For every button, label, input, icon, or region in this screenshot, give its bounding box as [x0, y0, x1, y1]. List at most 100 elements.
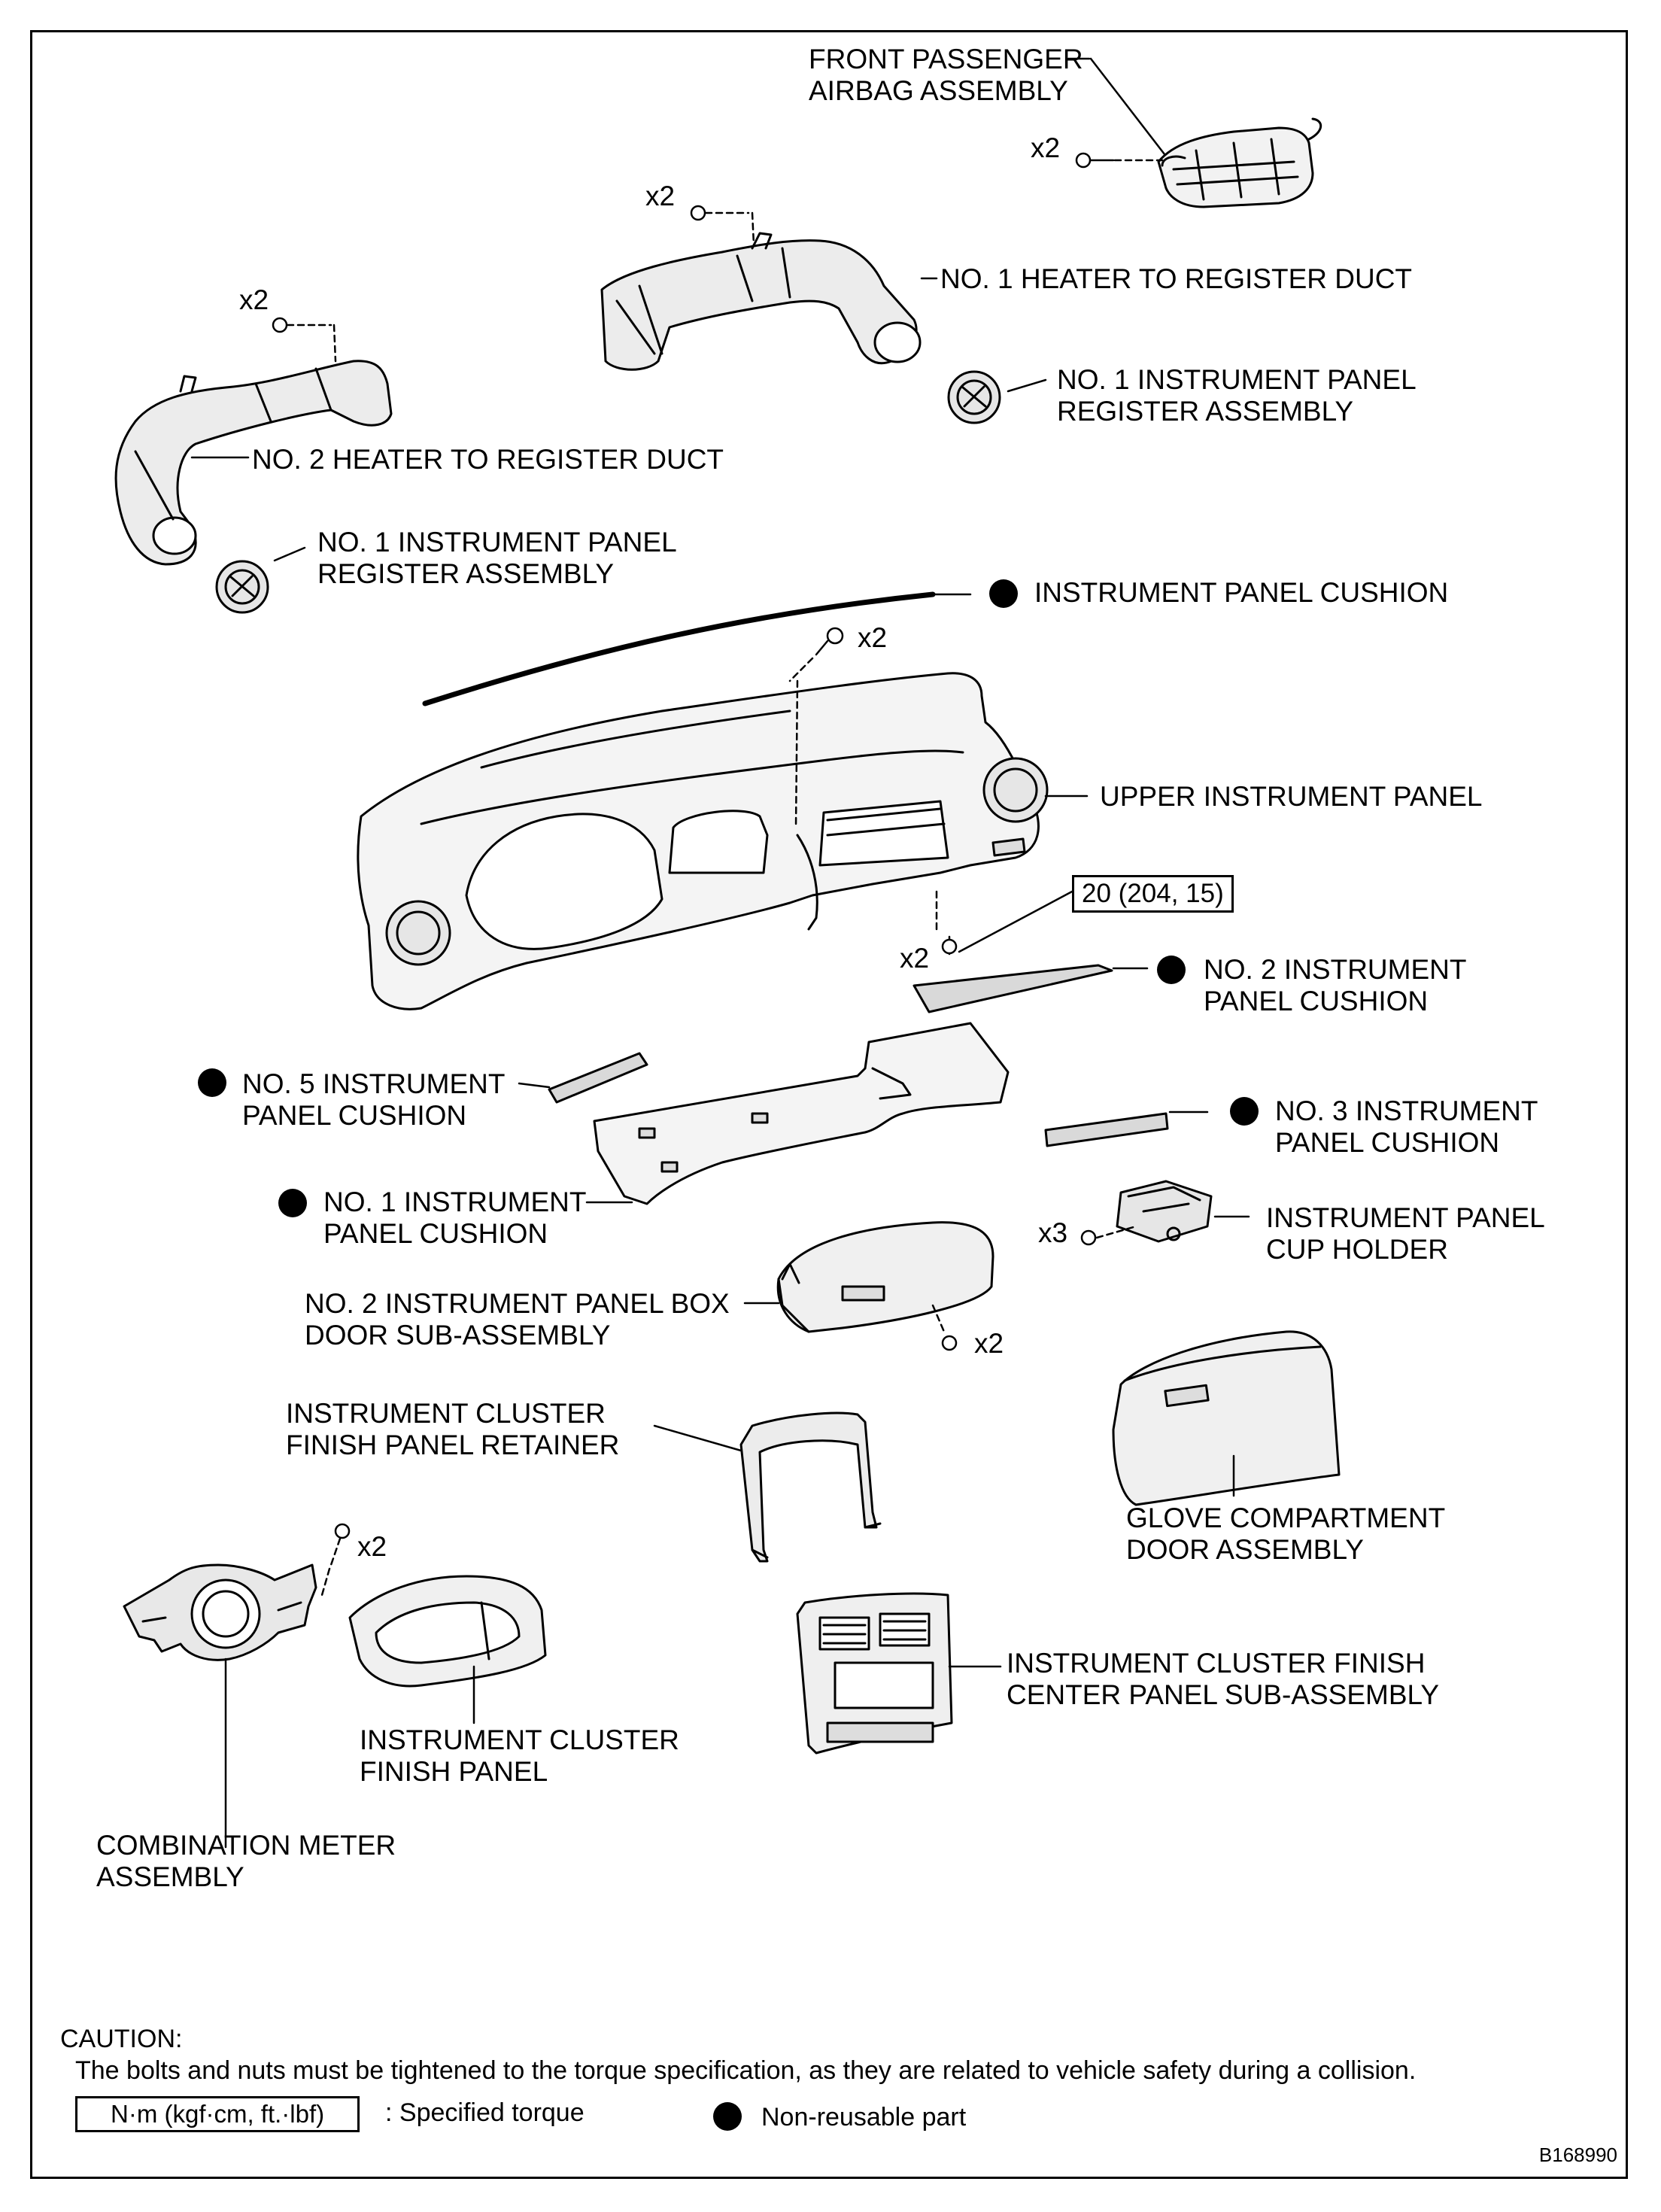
upper-panel-top-bolt: [788, 627, 844, 829]
label-line: DOOR ASSEMBLY: [1126, 1534, 1364, 1565]
upper-instrument-panel-label: UPPER INSTRUMENT PANEL: [1100, 781, 1483, 813]
upper-panel-bottom-quantity: x2: [900, 943, 930, 974]
label-line: INSTRUMENT CLUSTER: [360, 1724, 679, 1755]
label-line: DOOR SUB-ASSEMBLY: [305, 1320, 611, 1351]
label-line: NO. 1 INSTRUMENT: [323, 1187, 587, 1217]
label-line: FRONT PASSENGER: [809, 44, 1083, 74]
label-line: PANEL CUSHION: [1275, 1127, 1500, 1158]
combination-meter-drawing: [123, 1563, 317, 1661]
no1-register-right-label: NO. 1 INSTRUMENT PANEL REGISTER ASSEMBLY: [1057, 364, 1417, 427]
cluster-finish-panel-label: INSTRUMENT CLUSTER FINISH PANEL: [360, 1724, 679, 1788]
label-line: NO. 5 INSTRUMENT: [242, 1068, 506, 1099]
label-line: AIRBAG ASSEMBLY: [809, 75, 1068, 106]
no3-cushion-drawing: [1044, 1112, 1169, 1147]
panel-cushion-label: INSTRUMENT PANEL CUSHION: [1034, 577, 1448, 609]
nonreusable-marker: [198, 1068, 226, 1097]
cup-holder-label: INSTRUMENT PANEL CUP HOLDER: [1266, 1202, 1545, 1266]
no1-heater-duct-label: NO. 1 HEATER TO REGISTER DUCT: [940, 263, 1412, 295]
label-line: ASSEMBLY: [96, 1861, 244, 1892]
label-line: REGISTER ASSEMBLY: [317, 558, 615, 589]
label-line: NO. 2 INSTRUMENT PANEL BOX: [305, 1288, 730, 1319]
box-door-label: NO. 2 INSTRUMENT PANEL BOX DOOR SUB-ASSE…: [305, 1288, 730, 1351]
legend-nonreusable-marker: [713, 2102, 742, 2131]
cup-holder-bolt: [1080, 1225, 1137, 1246]
no1-heater-duct-drawing: [600, 232, 922, 371]
label-line: PANEL CUSHION: [323, 1218, 548, 1249]
no1-register-left-label: NO. 1 INSTRUMENT PANEL REGISTER ASSEMBLY: [317, 527, 677, 590]
airbag-bolt: [1075, 152, 1164, 169]
register-left-drawing: [215, 560, 269, 614]
combination-meter-label: COMBINATION METER ASSEMBLY: [96, 1830, 396, 1893]
no5-cushion-drawing: [548, 1052, 648, 1104]
no2-heater-duct-drawing: [114, 360, 393, 566]
meter-bolt: [320, 1523, 351, 1597]
label-line: UPPER INSTRUMENT PANEL: [1100, 781, 1483, 812]
label-line: INSTRUMENT CLUSTER FINISH: [1007, 1648, 1426, 1679]
label-line: INSTRUMENT CLUSTER: [286, 1398, 606, 1429]
box-door-drawing: [776, 1221, 994, 1333]
label-line: NO. 2 HEATER TO REGISTER DUCT: [252, 444, 724, 475]
legend-nonreusable-text: Non-reusable part: [761, 2103, 967, 2131]
legend-torque-box: N·m (kgf·cm, ft.·lbf): [75, 2096, 360, 2132]
nonreusable-marker: [278, 1189, 307, 1217]
label-line: PANEL CUSHION: [1204, 986, 1429, 1016]
cluster-retainer-drawing: [739, 1411, 882, 1563]
no2-duct-quantity: x2: [239, 284, 269, 315]
no1-cushion-drawing: [593, 1022, 1010, 1205]
front-passenger-airbag-label: FRONT PASSENGER AIRBAG ASSEMBLY: [809, 44, 1083, 107]
figure-id: B168990: [1538, 2144, 1617, 2166]
label-line: COMBINATION METER: [96, 1830, 396, 1861]
no5-cushion-label: NO. 5 INSTRUMENT PANEL CUSHION: [242, 1068, 505, 1132]
center-panel-drawing: [796, 1592, 953, 1755]
label-line: INSTRUMENT PANEL CUSHION: [1034, 577, 1449, 608]
nonreusable-marker: [989, 579, 1018, 608]
no2-cushion-drawing: [912, 964, 1113, 1013]
label-line: FINISH PANEL: [360, 1756, 548, 1787]
nonreusable-marker: [1230, 1097, 1259, 1126]
airbag-quantity: x2: [1031, 132, 1061, 163]
register-right-drawing: [947, 370, 1001, 424]
meter-quantity: x2: [357, 1531, 387, 1562]
cup-holder-quantity: x3: [1038, 1217, 1068, 1248]
no1-cushion-label: NO. 1 INSTRUMENT PANEL CUSHION: [323, 1187, 586, 1250]
panel-cushion-strip: [422, 591, 936, 706]
cup-holder-drawing: [1116, 1180, 1213, 1243]
cluster-retainer-label: INSTRUMENT CLUSTER FINISH PANEL RETAINER: [286, 1398, 619, 1461]
label-line: GLOVE COMPARTMENT: [1126, 1503, 1446, 1533]
nonreusable-marker: [1157, 956, 1186, 984]
glove-door-label: GLOVE COMPARTMENT DOOR ASSEMBLY: [1126, 1503, 1445, 1566]
box-door-quantity: x2: [974, 1328, 1004, 1359]
label-line: NO. 1 INSTRUMENT PANEL: [1057, 364, 1417, 395]
upper-panel-bottom-bolt: [935, 890, 958, 956]
label-line: CUP HOLDER: [1266, 1234, 1448, 1265]
upper-panel-top-quantity: x2: [858, 622, 888, 653]
diagram-frame: [30, 30, 1628, 2179]
upper-instrument-panel-drawing: [357, 672, 1049, 1010]
label-line: NO. 1 INSTRUMENT PANEL: [317, 527, 677, 558]
label-line: FINISH PANEL RETAINER: [286, 1430, 620, 1460]
label-line: INSTRUMENT PANEL: [1266, 1202, 1545, 1233]
airbag-assembly-drawing: [1157, 117, 1322, 208]
no2-heater-duct-label: NO. 2 HEATER TO REGISTER DUCT: [252, 444, 724, 476]
box-door-bolt: [931, 1304, 958, 1351]
no1-duct-bolt: [690, 205, 755, 246]
label-line: PANEL CUSHION: [242, 1100, 467, 1131]
label-line: CENTER PANEL SUB-ASSEMBLY: [1007, 1679, 1440, 1710]
torque-spec-box: 20 (204, 15): [1072, 875, 1234, 913]
label-line: NO. 1 HEATER TO REGISTER DUCT: [940, 263, 1413, 294]
no2-cushion-label: NO. 2 INSTRUMENT PANEL CUSHION: [1204, 954, 1466, 1017]
legend-torque-text: : Specified torque: [385, 2098, 585, 2127]
caution-title: CAUTION:: [60, 2025, 183, 2053]
label-line: REGISTER ASSEMBLY: [1057, 396, 1354, 427]
no2-duct-bolt: [272, 317, 337, 363]
label-line: NO. 2 INSTRUMENT: [1204, 954, 1467, 985]
caution-text: The bolts and nuts must be tightened to …: [75, 2056, 1417, 2085]
no1-duct-quantity: x2: [645, 181, 676, 211]
center-panel-label: INSTRUMENT CLUSTER FINISH CENTER PANEL S…: [1007, 1648, 1439, 1711]
cluster-finish-panel-drawing: [348, 1575, 547, 1688]
label-line: NO. 3 INSTRUMENT: [1275, 1095, 1538, 1126]
no3-cushion-label: NO. 3 INSTRUMENT PANEL CUSHION: [1275, 1095, 1538, 1159]
glove-door-drawing: [1112, 1330, 1341, 1506]
